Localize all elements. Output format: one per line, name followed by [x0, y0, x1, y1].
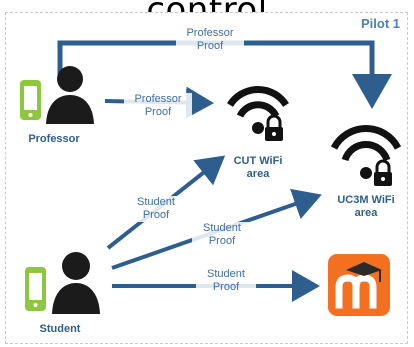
pilot-tag: Pilot 1: [360, 16, 400, 31]
edge-label-professor-to-cut: Professor Proof: [124, 93, 192, 119]
professor-phone-icon: [20, 80, 41, 120]
cut-wifi-icon: [227, 85, 289, 141]
uc3m-wifi-label: UC3M WiFi area: [337, 194, 395, 219]
moodle-logo-icon: [328, 254, 390, 316]
cut-wifi-label: CUT WiFi area: [233, 155, 283, 180]
edge-label-professor-to-uc3m: Professor Proof: [176, 27, 244, 53]
student-person-icon: [52, 252, 100, 314]
edge-label-student-to-cut: Student Proof: [126, 196, 186, 222]
uc3m-wifi-icon: [330, 125, 402, 186]
edge-label-student-to-moodle: Student Proof: [196, 268, 256, 294]
student-phone-icon: [25, 267, 46, 311]
professor-person-icon: [46, 66, 94, 124]
student-label: Student: [39, 323, 81, 335]
professor-label: Professor: [28, 133, 80, 145]
edge-label-student-to-uc3m: Student Proof: [192, 222, 252, 248]
